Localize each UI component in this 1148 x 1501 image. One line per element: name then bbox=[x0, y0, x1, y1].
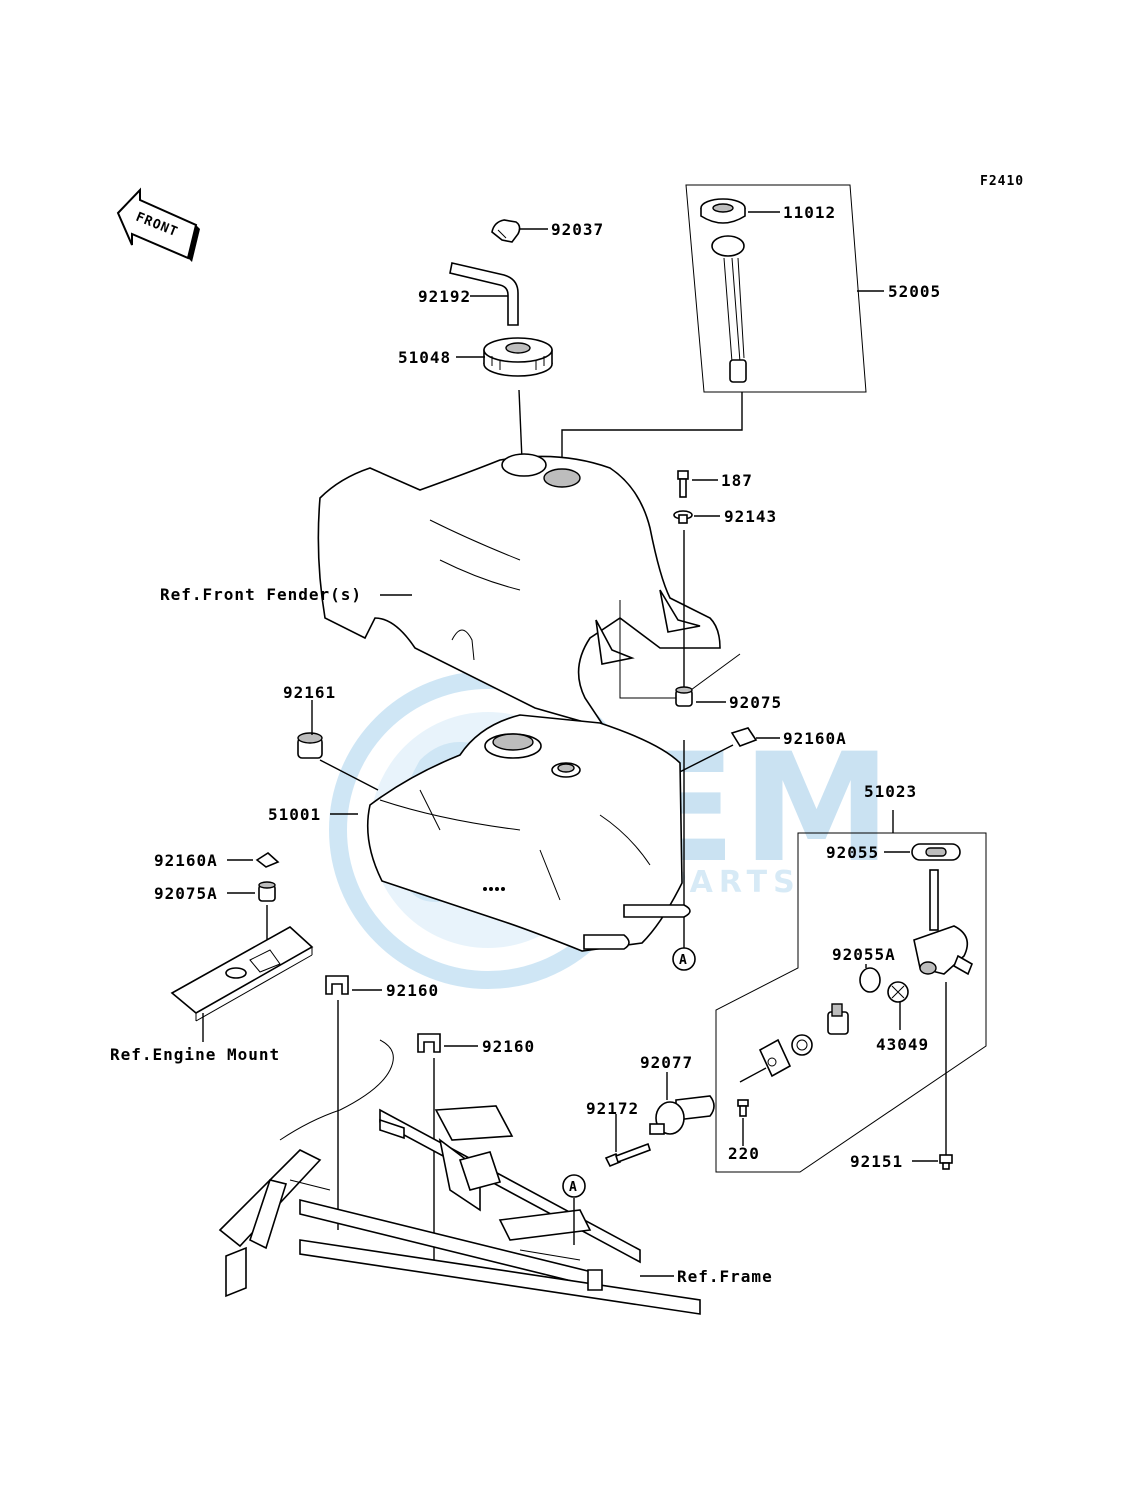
front-arrow-icon: FRONT bbox=[116, 187, 200, 262]
label-92151: 92151 bbox=[850, 1152, 903, 1171]
label-51023: 51023 bbox=[864, 782, 917, 801]
label-51048: 51048 bbox=[398, 348, 451, 367]
clip-92160-b bbox=[417, 1033, 441, 1053]
filter-43049 bbox=[887, 981, 909, 1003]
front-fender bbox=[317, 453, 741, 730]
label-92161: 92161 bbox=[283, 683, 336, 702]
label-187: 187 bbox=[721, 471, 753, 490]
plate bbox=[758, 1038, 792, 1078]
svg-text:A: A bbox=[569, 1180, 578, 1195]
label-92055A: 92055A bbox=[832, 945, 896, 964]
screw-220 bbox=[737, 1099, 749, 1117]
label-52005: 52005 bbox=[888, 282, 941, 301]
label-92160-a: 92160 bbox=[386, 981, 439, 1000]
bolt-187 bbox=[677, 470, 689, 498]
washer-92143 bbox=[673, 510, 693, 524]
label-92075: 92075 bbox=[729, 693, 782, 712]
label-51001: 51001 bbox=[268, 805, 321, 824]
pad-92160A-top bbox=[730, 727, 758, 747]
label-11012: 11012 bbox=[783, 203, 836, 222]
label-92172: 92172 bbox=[586, 1099, 639, 1118]
pad-92160A-left bbox=[255, 851, 280, 868]
marker-a-lower: A bbox=[562, 1174, 586, 1198]
label-92037: 92037 bbox=[551, 220, 604, 239]
damper-92075 bbox=[675, 686, 693, 707]
hose-92192 bbox=[449, 262, 519, 326]
label-220: 220 bbox=[728, 1144, 760, 1163]
label-43049: 43049 bbox=[876, 1035, 929, 1054]
fuel-cock-lever bbox=[827, 1003, 849, 1035]
label-ref-engine-mount: Ref.Engine Mount bbox=[110, 1045, 280, 1064]
label-ref-front-fender: Ref.Front Fender(s) bbox=[160, 585, 362, 604]
marker-a-upper: A bbox=[672, 947, 696, 971]
label-92160A-top: 92160A bbox=[783, 729, 847, 748]
washer-ring bbox=[791, 1034, 813, 1056]
label-ref-frame: Ref.Frame bbox=[677, 1267, 773, 1286]
oring-92055A bbox=[859, 967, 881, 993]
label-92077: 92077 bbox=[640, 1053, 693, 1072]
cock-92077 bbox=[649, 1095, 715, 1135]
damper-92075A bbox=[258, 881, 276, 902]
engine-mount bbox=[170, 926, 314, 1022]
label-92075A: 92075A bbox=[154, 884, 218, 903]
gauge-kit-box-52005 bbox=[685, 184, 867, 393]
clip-92160-a bbox=[325, 975, 349, 995]
clip-92037 bbox=[491, 219, 521, 243]
label-92055: 92055 bbox=[826, 843, 879, 862]
damper-92161 bbox=[297, 732, 323, 759]
label-92160A-left: 92160A bbox=[154, 851, 218, 870]
label-92143: 92143 bbox=[724, 507, 777, 526]
screw-92151 bbox=[939, 1154, 953, 1170]
label-92160-b: 92160 bbox=[482, 1037, 535, 1056]
gasket-92055 bbox=[911, 843, 961, 861]
fuel-cock-body bbox=[913, 869, 974, 976]
label-92192: 92192 bbox=[418, 287, 471, 306]
fuel-cap-51048 bbox=[483, 337, 553, 377]
svg-text:A: A bbox=[679, 953, 688, 968]
screw-92172 bbox=[604, 1142, 652, 1168]
frame bbox=[218, 1039, 701, 1315]
fuel-cock-box-51023 bbox=[715, 832, 987, 1173]
fuel-tank-51001 bbox=[366, 714, 691, 952]
figure-code: F2410 bbox=[980, 174, 1024, 189]
